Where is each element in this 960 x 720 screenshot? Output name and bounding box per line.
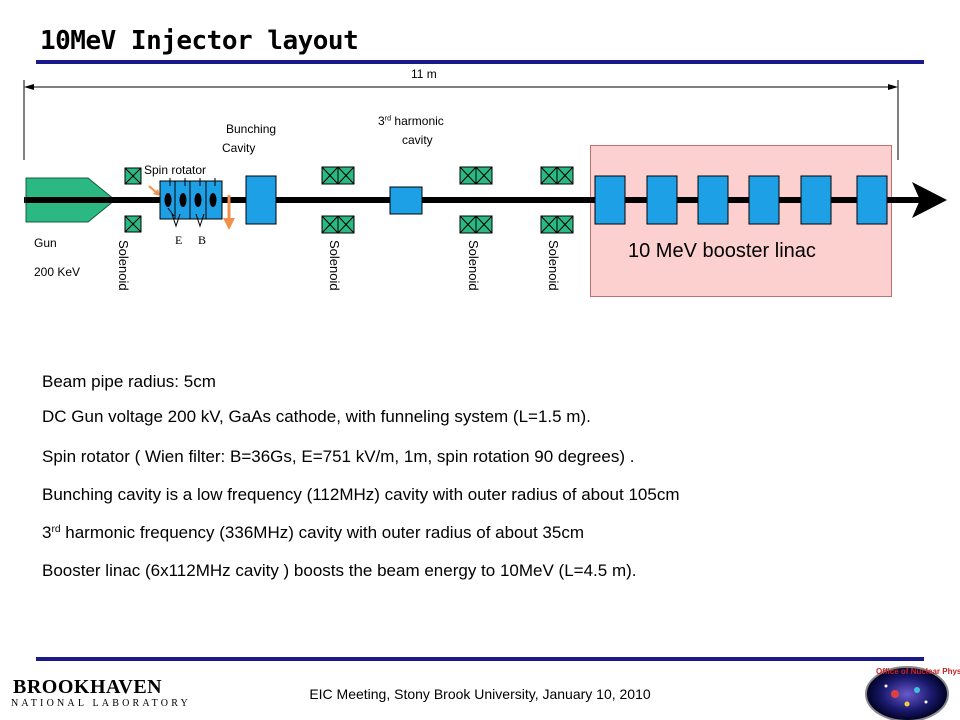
bunching-cavity-label-line2: Cavity (222, 141, 256, 155)
solenoid-1 (124, 167, 142, 233)
harmonic-cavity (389, 186, 423, 215)
beam-direction-arrow (912, 182, 947, 218)
harmonic-cavity-label-line2: cavity (402, 133, 433, 147)
dimension-arrow-left (24, 84, 34, 90)
solenoid-label: Solenoid (466, 240, 481, 291)
booster-cavity (697, 175, 729, 225)
e-field-label: E (175, 233, 183, 247)
spec-line: Bunching cavity is a low frequency (112M… (42, 485, 680, 504)
onp-logo-text: Office of Nuclear Physics (876, 667, 960, 676)
booster-cavity (856, 175, 888, 225)
gun-label: Gun (34, 236, 57, 250)
spec-line: Beam pipe radius: 5cm (42, 372, 216, 391)
footer-divider (36, 657, 924, 661)
spec-line: 3rd harmonic frequency (336MHz) cavity w… (42, 523, 584, 542)
harmonic-cavity-label: 3rd harmonic (378, 113, 444, 128)
solenoid-label: Solenoid (327, 240, 342, 291)
bnl-logo-wordmark: BROOKHAVEN (13, 676, 163, 698)
footer-text: EIC Meeting, Stony Brook University, Jan… (309, 686, 651, 702)
bunching-cavity (245, 175, 277, 225)
spin-rotator (159, 178, 223, 228)
spec-line: Booster linac (6x112MHz cavity ) boosts … (42, 561, 637, 580)
b-field-label: B (198, 233, 207, 247)
spec-line: DC Gun voltage 200 kV, GaAs cathode, wit… (42, 407, 591, 426)
booster-cavity (646, 175, 678, 225)
solenoid-label: Solenoid (116, 240, 131, 291)
spec-line: Spin rotator ( Wien filter: B=36Gs, E=75… (42, 447, 635, 466)
gun-energy-label: 200 KeV (34, 265, 81, 279)
injector-diagram (23, 80, 947, 234)
booster-linac-region (590, 145, 892, 297)
dimension-label: 11 m (411, 67, 437, 81)
solenoid-4 (540, 166, 574, 234)
bnl-logo-subtitle: NATIONAL LABORATORY (11, 698, 191, 709)
onp-logo (865, 666, 949, 720)
booster-linac-label: 10 MeV booster linac (628, 240, 816, 262)
title-divider (36, 60, 924, 64)
booster-cavity (800, 175, 832, 225)
booster-cavity (748, 175, 780, 225)
bunching-cavity-label: Bunching (226, 122, 277, 136)
booster-cavity (594, 175, 626, 225)
spin-rotator-label: Spin rotator (144, 163, 207, 177)
solenoid-label: Solenoid (546, 240, 561, 291)
slide-title: 10MeV Injector layout (40, 26, 359, 56)
solenoid-3 (459, 166, 493, 234)
solenoid-2 (321, 166, 355, 234)
dimension-arrow-right (888, 84, 898, 90)
